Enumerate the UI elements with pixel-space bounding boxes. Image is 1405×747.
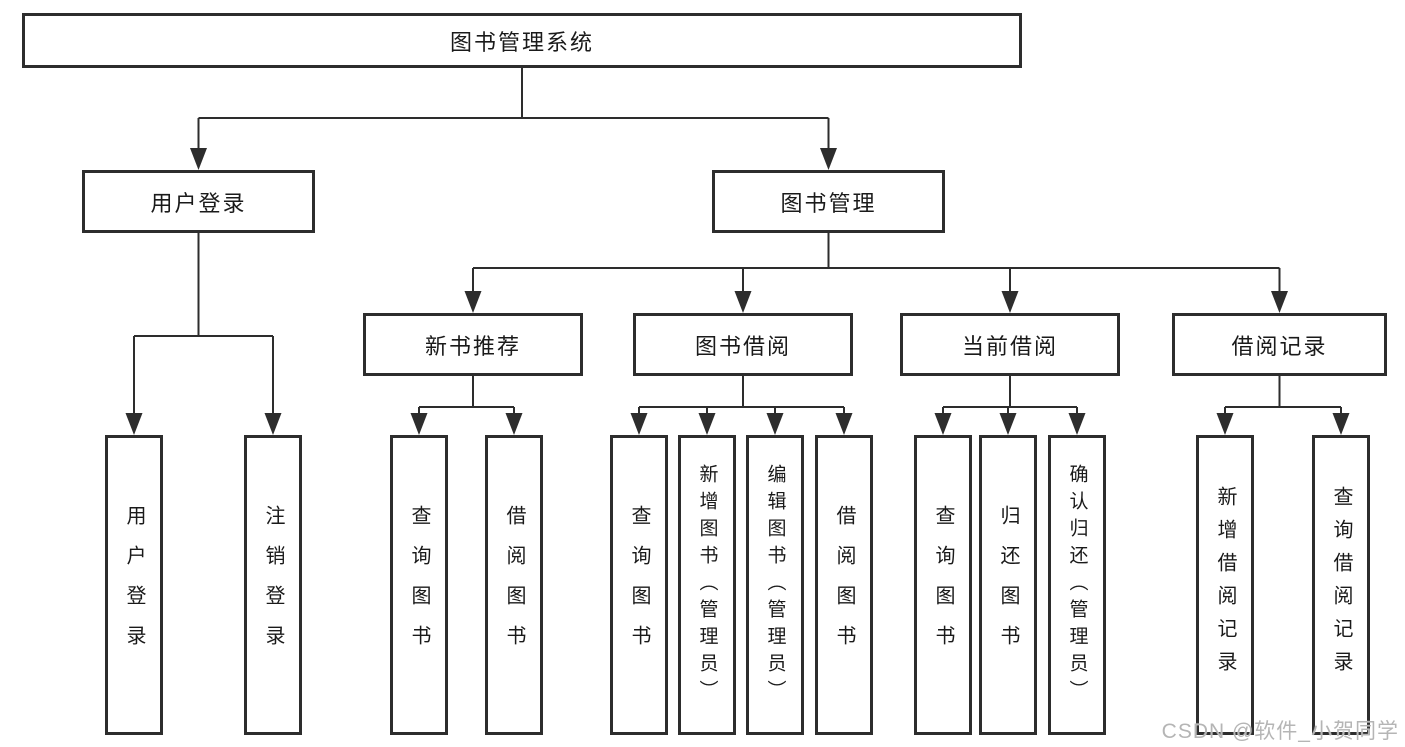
leaf-bb-add-book-admin-label: 新增图书（管理员） [696, 463, 718, 707]
arrow-down-icon [1216, 413, 1234, 435]
leaf-user-login-label: 用户登录 [123, 505, 145, 665]
arrow-down-icon [1068, 413, 1086, 435]
connector-book-management-to-level3 [464, 233, 1288, 313]
leaf-cb-query-book-label: 查询图书 [932, 505, 954, 665]
leaf-bb-edit-book-admin-label: 编辑图书（管理员） [764, 463, 786, 707]
node-book-management: 图书管理 [712, 170, 945, 233]
node-borrow-records: 借阅记录 [1172, 313, 1387, 376]
node-book-borrow: 图书借阅 [633, 313, 853, 376]
leaf-bb-edit-book-admin: 编辑图书（管理员） [746, 435, 804, 735]
leaf-bb-query-book-label: 查询图书 [628, 505, 650, 665]
leaf-nb-query-book: 查询图书 [390, 435, 448, 735]
node-user-login: 用户登录 [82, 170, 315, 233]
leaf-cb-return-book-label: 归还图书 [997, 505, 1019, 665]
connector-borrow-records-to-leaves [1216, 376, 1350, 435]
leaf-bb-borrow-book: 借阅图书 [815, 435, 873, 735]
arrow-down-icon [934, 413, 952, 435]
arrow-down-icon [1001, 291, 1019, 313]
connector-user-login-to-leaves [125, 233, 282, 435]
arrow-down-icon [630, 413, 648, 435]
arrow-down-icon [999, 413, 1017, 435]
node-user-login-label: 用户登录 [150, 190, 247, 216]
arrow-down-icon [410, 413, 428, 435]
arrow-down-icon [820, 148, 837, 170]
arrow-down-icon [464, 291, 482, 313]
arrow-down-icon [766, 413, 784, 435]
leaf-logout: 注销登录 [244, 435, 302, 735]
arrow-down-icon [835, 413, 853, 435]
leaf-br-query-record: 查询借阅记录 [1312, 435, 1370, 735]
connector-current-borrow-to-leaves [934, 376, 1086, 435]
arrow-down-icon [1332, 413, 1350, 435]
node-new-book-recommend-label: 新书推荐 [424, 333, 521, 359]
arrow-down-icon [264, 413, 282, 435]
arrow-down-icon [190, 148, 207, 170]
node-borrow-records-label: 借阅记录 [1231, 333, 1328, 359]
leaf-nb-query-book-label: 查询图书 [408, 505, 430, 665]
node-new-book-recommend: 新书推荐 [363, 313, 583, 376]
leaf-bb-add-book-admin: 新增图书（管理员） [678, 435, 736, 735]
arrow-down-icon [125, 413, 143, 435]
node-current-borrow: 当前借阅 [900, 313, 1120, 376]
node-root-label: 图书管理系统 [449, 29, 594, 55]
arrow-down-icon [505, 413, 523, 435]
leaf-nb-borrow-book-label: 借阅图书 [503, 505, 525, 665]
arrow-down-icon [1271, 291, 1288, 313]
connector-root-to-level2 [190, 68, 837, 170]
leaf-bb-borrow-book-label: 借阅图书 [833, 505, 855, 665]
leaf-bb-query-book: 查询图书 [610, 435, 668, 735]
leaf-cb-confirm-return-admin-label: 确认归还（管理员） [1066, 463, 1088, 707]
connector-new-book-to-leaves [410, 376, 523, 435]
leaf-br-add-record-label: 新增借阅记录 [1214, 486, 1236, 684]
leaf-br-query-record-label: 查询借阅记录 [1330, 486, 1352, 684]
node-root: 图书管理系统 [22, 13, 1022, 68]
arrow-down-icon [734, 291, 752, 313]
leaf-cb-confirm-return-admin: 确认归还（管理员） [1048, 435, 1106, 735]
node-current-borrow-label: 当前借阅 [961, 333, 1058, 359]
node-book-management-label: 图书管理 [780, 190, 877, 216]
leaf-cb-return-book: 归还图书 [979, 435, 1037, 735]
arrow-down-icon [698, 413, 716, 435]
leaf-br-add-record: 新增借阅记录 [1196, 435, 1254, 735]
leaf-user-login: 用户登录 [105, 435, 163, 735]
leaf-logout-label: 注销登录 [262, 505, 284, 665]
connector-book-borrow-to-leaves [630, 376, 853, 435]
leaf-nb-borrow-book: 借阅图书 [485, 435, 543, 735]
node-book-borrow-label: 图书借阅 [694, 333, 791, 359]
leaf-cb-query-book: 查询图书 [914, 435, 972, 735]
watermark: CSDN @软件_小贺同学 [1161, 720, 1399, 743]
